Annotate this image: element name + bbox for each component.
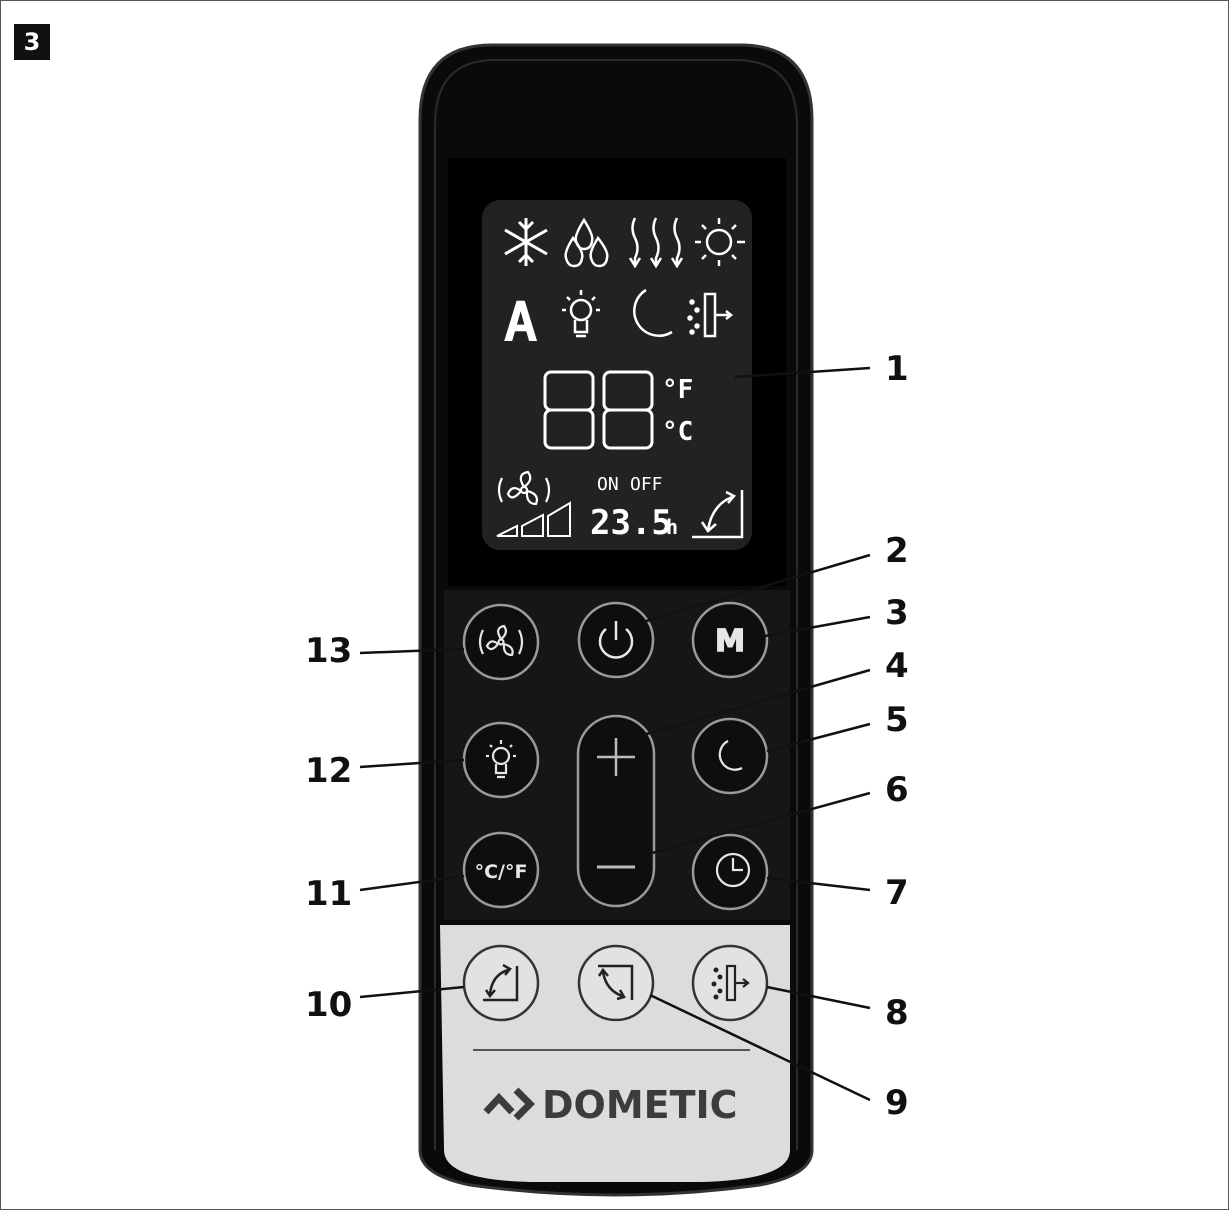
timer-button[interactable] [691,833,769,911]
swing-up-button[interactable] [462,944,540,1022]
callout-9: 9 [885,1083,909,1123]
moon-icon [718,740,743,771]
plus-icon[interactable] [597,738,635,776]
dometic-mark-icon [483,1087,535,1121]
sun-icon [695,218,745,266]
callout-8: 8 [885,993,909,1033]
power-icon [598,621,634,659]
temperature-digits: 88 [547,445,549,447]
callout-12: 12 [305,751,352,791]
mode-label: M [715,624,745,659]
moon-sleep-icon [633,288,673,337]
figure-number-badge: 3 [14,24,50,60]
swing-down-icon [597,964,634,1001]
light-bulb-icon [486,740,516,779]
fan-icon [478,624,524,657]
timer-on-label: ON [597,474,619,495]
unit-toggle-button[interactable]: °C/°F [462,831,540,909]
brand-name: DOMETIC [542,1083,738,1127]
callout-4: 4 [885,646,909,686]
swing-down-button[interactable] [577,944,655,1022]
mode-button[interactable]: M [691,601,769,679]
lcd-screen: A 88 °F °C [482,200,752,550]
light-bulb-icon [562,290,600,338]
heat-waves-icon [628,217,684,269]
swing-icon [692,490,744,539]
power-button[interactable] [577,601,655,679]
auto-mode-letter: A [505,293,536,353]
filter-icon [711,964,750,1002]
callout-6: 6 [885,770,909,810]
sleep-button[interactable] [691,717,769,795]
filter-icon [687,292,734,338]
callout-5: 5 [885,700,909,740]
leader-lines [359,366,871,1102]
callout-13: 13 [305,631,352,671]
snowflake-icon [504,218,548,266]
callout-2: 2 [885,531,909,571]
brand-logo: DOMETIC [483,1083,738,1127]
fan-level-bars [496,501,571,537]
unit-toggle-label: °C/°F [475,861,528,883]
fan-speed-icon [497,470,551,506]
swing-up-icon [483,963,519,1002]
callout-numbers: 1 2 3 4 5 6 7 8 9 10 11 12 13 [305,349,909,1123]
timer-unit: h [666,515,678,539]
filter-button[interactable] [691,944,769,1022]
callout-11: 11 [305,874,352,914]
seven-segment-digits [543,370,654,450]
unit-celsius: °C [662,417,693,447]
dry-drops-icon [564,217,609,268]
timer-off-label: OFF [630,474,663,495]
callout-3: 3 [885,593,909,633]
temperature-rocker[interactable] [576,714,656,908]
callout-10: 10 [305,985,352,1025]
fan-button[interactable] [462,603,540,681]
buttons: M °C/°F [462,601,769,1022]
clock-icon [715,852,751,888]
callout-7: 7 [885,873,909,913]
unit-fahrenheit: °F [662,375,693,405]
timer-value: 23.5 [590,503,672,543]
light-button[interactable] [462,721,540,799]
callout-1: 1 [885,349,909,389]
